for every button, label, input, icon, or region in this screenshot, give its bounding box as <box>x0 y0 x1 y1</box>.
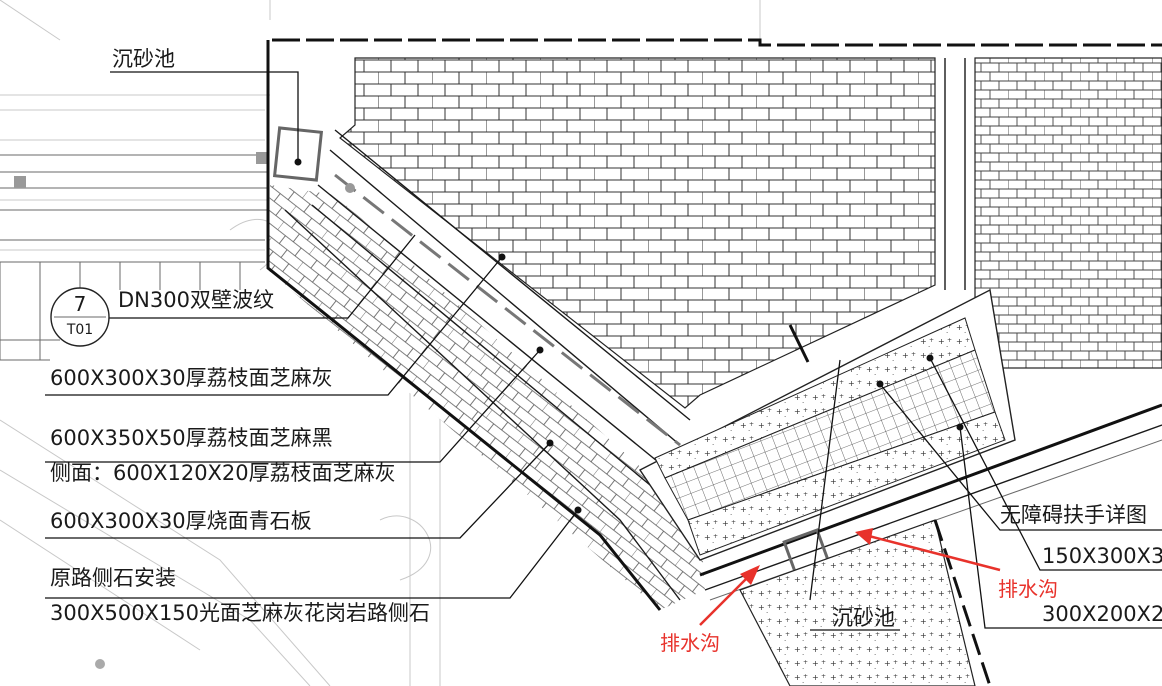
paving-c-label: 600X300X30厚烧面青石板 <box>50 509 312 533</box>
sand-trap-label-top: 沉砂池 <box>112 47 175 71</box>
detail-sheet: T01 <box>66 322 93 338</box>
brick-plaza <box>272 38 1162 409</box>
handrail-label: 无障碍扶手详图 <box>1000 503 1147 527</box>
drain-arrows <box>699 528 1001 626</box>
curb-spec-label: 300X500X150光面芝麻灰花岗岩路侧石 <box>50 601 430 625</box>
detail-number: 7 <box>74 292 87 316</box>
detail-callout: 7 T01 <box>50 287 110 347</box>
drain-label-left: 排水沟 <box>660 631 720 655</box>
spec-300-label: 300X200X2 <box>1042 602 1162 626</box>
left-street-block <box>0 152 268 669</box>
spec-150-label: 150X300X3 <box>1042 544 1162 568</box>
paving-b-side-label: 侧面：600X120X20厚荔枝面芝麻灰 <box>50 461 396 485</box>
sand-trap-label-bottom: 沉砂池 <box>832 606 895 630</box>
paving-a-label: 600X300X30厚荔枝面芝麻灰 <box>50 366 333 390</box>
paving-b-label: 600X350X50厚荔枝面芝麻黑 <box>50 426 333 450</box>
ramp-band <box>266 40 705 611</box>
paving-wedge <box>638 288 1162 601</box>
drain-label-right: 排水沟 <box>998 577 1058 601</box>
curb-reinstall-label: 原路侧石安装 <box>50 566 176 590</box>
pipe-label: DN300双壁波纹 <box>118 288 274 312</box>
leader-lines <box>45 71 1162 631</box>
